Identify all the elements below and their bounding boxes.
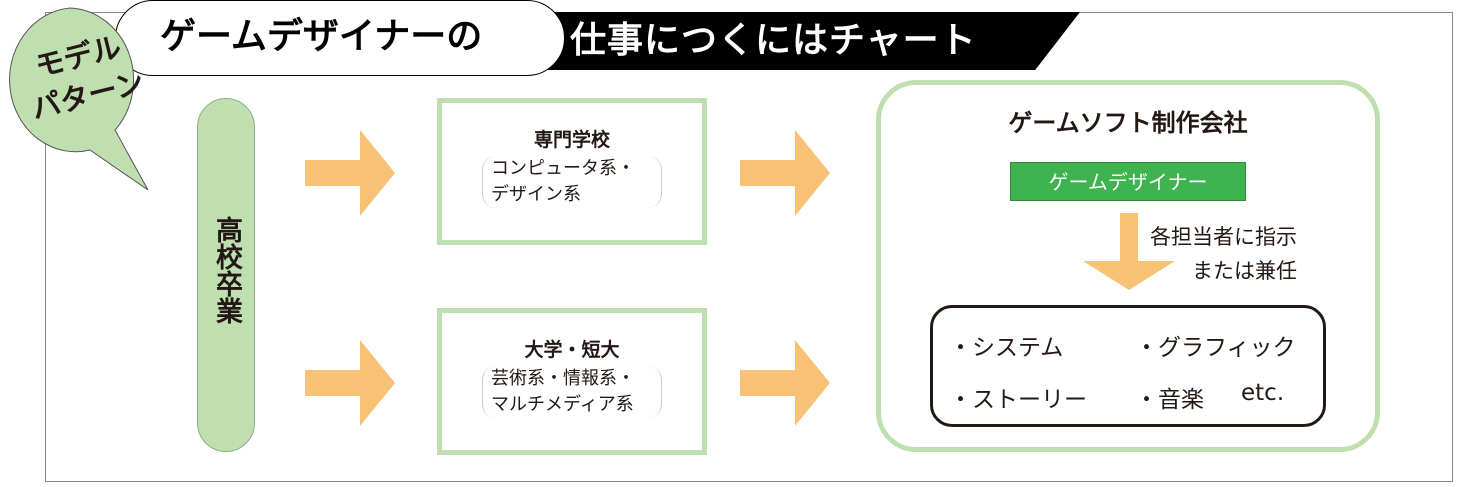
arrow-right-icon xyxy=(740,340,830,426)
arrow-right-icon xyxy=(740,130,830,216)
task-item: ・音楽 xyxy=(1135,387,1204,413)
instruction-line: または兼任 xyxy=(1192,259,1297,283)
title-part2: 仕事につくにはチャート xyxy=(570,20,977,61)
speech-bubble-icon xyxy=(9,7,149,191)
role-label: ゲームデザイナー xyxy=(1010,162,1246,201)
school-name: 大学・短大 xyxy=(524,339,620,361)
detail-line: マルチメディア系 xyxy=(491,394,634,415)
arrow-right-icon xyxy=(305,130,395,216)
start-pill xyxy=(197,98,255,452)
arrow-down-icon xyxy=(1083,213,1175,290)
title-part1: ゲームデザイナーの xyxy=(160,16,483,57)
company-box xyxy=(876,80,1380,452)
school-box-vocational: 専門学校 コンピュータ系・デザイン系 xyxy=(437,98,707,245)
school-detail: 芸術系・情報系・マルチメディア系 xyxy=(482,366,662,418)
start-label: 高校卒業 xyxy=(211,216,242,324)
school-name: 専門学校 xyxy=(533,129,610,151)
arrow-right-icon xyxy=(305,340,395,426)
detail-line: デザイン系 xyxy=(491,184,581,205)
instruction-text: 各担当者に指示 または兼任 xyxy=(1150,220,1297,288)
company-name: ゲームソフト制作会社 xyxy=(1008,109,1248,137)
detail-line: コンピュータ系・ xyxy=(491,158,635,179)
tasks-box: ・システム ・グラフィック ・ストーリー ・音楽 etc. xyxy=(930,305,1326,427)
title-cloud xyxy=(115,0,565,76)
task-item: ・ストーリー xyxy=(949,387,1087,413)
task-etc: etc. xyxy=(1241,380,1285,406)
task-item: ・システム xyxy=(949,335,1064,361)
detail-line: 芸術系・情報系・ xyxy=(491,368,635,389)
title-banner xyxy=(520,12,1080,70)
school-box-university: 大学・短大 芸術系・情報系・マルチメディア系 xyxy=(437,308,707,455)
task-item: ・グラフィック xyxy=(1135,335,1296,361)
instruction-line: 各担当者に指示 xyxy=(1150,225,1297,249)
school-detail: コンピュータ系・デザイン系 xyxy=(482,156,662,208)
